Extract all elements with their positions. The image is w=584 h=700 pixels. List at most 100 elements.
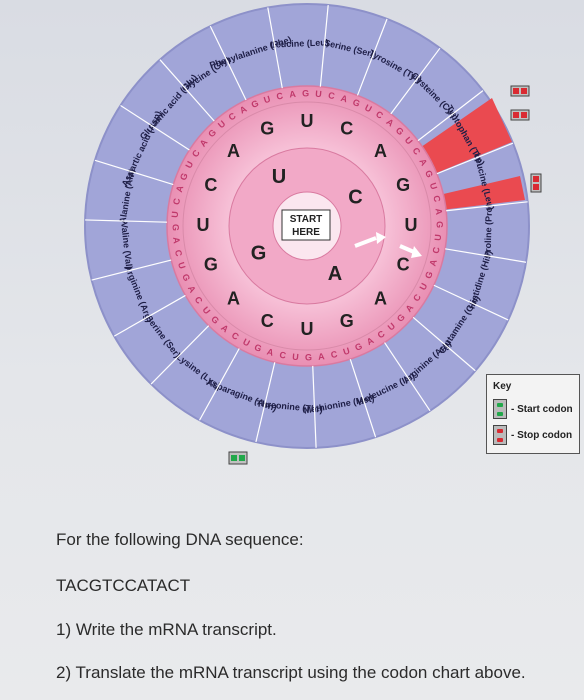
arrow-1-head [376,232,386,244]
outer-base: U [216,118,227,130]
sector-divider [150,325,210,385]
outer-base: U [241,337,251,349]
outer-base: A [434,208,445,216]
sector-divider [159,59,215,122]
outer-base: A [289,89,297,100]
sector-divider [390,47,441,115]
outer-base: G [171,224,181,231]
middle-base: U [301,111,314,131]
outer-base: G [253,342,263,354]
question-2: 2) Translate the mRNA transcript using t… [56,663,526,682]
stop-codon-marker-1 [510,85,530,97]
outer-base: G [423,270,435,280]
start-codon-swatch [493,399,507,419]
outer-base: G [423,169,435,179]
outer-base: U [433,234,444,241]
middle-base: U [197,215,210,235]
sector-divider [436,142,514,175]
outer-base: U [200,305,212,316]
outer-base: C [193,295,205,306]
outer-base: U [170,211,181,218]
middle-base: G [396,175,410,195]
outer-base: G [351,97,361,109]
sector-divider [198,348,240,421]
outer-base: U [263,94,272,105]
sector-divider [349,358,377,438]
outer-base: C [227,110,238,122]
outer-base: A [174,184,186,194]
middle-base: C [397,255,410,275]
sector-divider [417,90,484,142]
middle-base: G [260,119,274,139]
outer-base: C [431,246,442,255]
start-label-line2: HERE [292,227,320,238]
outer-base: C [275,91,284,102]
middle-base: A [227,288,240,308]
outer-base-divider [182,101,432,351]
question-intro: For the following DNA sequence: [56,530,304,549]
outer-base: U [418,281,430,291]
sector-divider [312,365,317,448]
outer-base: A [186,284,198,295]
sector-divider [445,248,527,263]
sector-dividers [85,4,528,448]
stop-codon-swatch [493,425,507,445]
start-codon-marker [228,451,248,465]
outer-base: U [183,160,195,170]
outer-base: U [403,135,415,146]
sector-divider [267,7,283,89]
outer-base: G [435,221,445,228]
outer-base: A [238,104,249,116]
outer-base: A [266,346,276,358]
key-start-label: - Start codon [511,403,573,415]
middle-base: G [340,311,354,331]
middle-base: C [340,119,353,139]
outer-base: A [427,258,439,268]
outer-base: C [330,349,339,360]
stop-codon-marker-2 [510,109,530,121]
outer-base: C [411,146,423,157]
sector-divider [94,159,174,186]
outer-base: C [171,197,182,206]
outer-base: U [292,352,299,363]
middle-base: U [405,215,418,235]
outer-base: A [365,335,376,347]
outer-base: G [302,88,309,98]
start-label-line1: START [290,214,323,225]
outer-base: A [417,157,429,168]
outer-base: G [180,272,192,282]
outer-base: A [404,302,416,314]
start-here-box [281,209,331,241]
sector-divider [446,201,528,212]
outer-base: A [340,93,350,105]
outer-base: C [190,148,202,159]
outer-base: U [363,102,373,114]
middle-base: A [374,288,387,308]
inner-base: U [272,166,286,188]
middle-base: A [374,141,387,161]
outer-base: U [428,182,439,191]
outer-base: U [176,261,187,270]
middle-base: G [204,255,218,275]
dna-sequence: TACGTCCATACT [56,576,191,595]
middle-base: C [261,311,274,331]
outer-base: U [315,89,322,100]
inner-base: C [348,186,362,208]
sector-divider [85,219,168,223]
sector-divider [255,362,276,443]
outer-base: C [411,292,423,303]
outer-base: A [171,237,182,245]
middle-base: U [301,319,314,339]
key-title: Key [493,381,512,392]
inner-base: A [328,263,342,285]
stop-codon-marker-3 [530,173,542,193]
key-start-row: - Start codon [493,399,573,419]
arrow-1 [354,236,377,248]
outer-base: C [374,109,385,121]
sector-divider [356,18,388,96]
outer-base: G [178,171,190,181]
arrow-2-head [411,246,422,258]
sector-divider [384,342,431,412]
